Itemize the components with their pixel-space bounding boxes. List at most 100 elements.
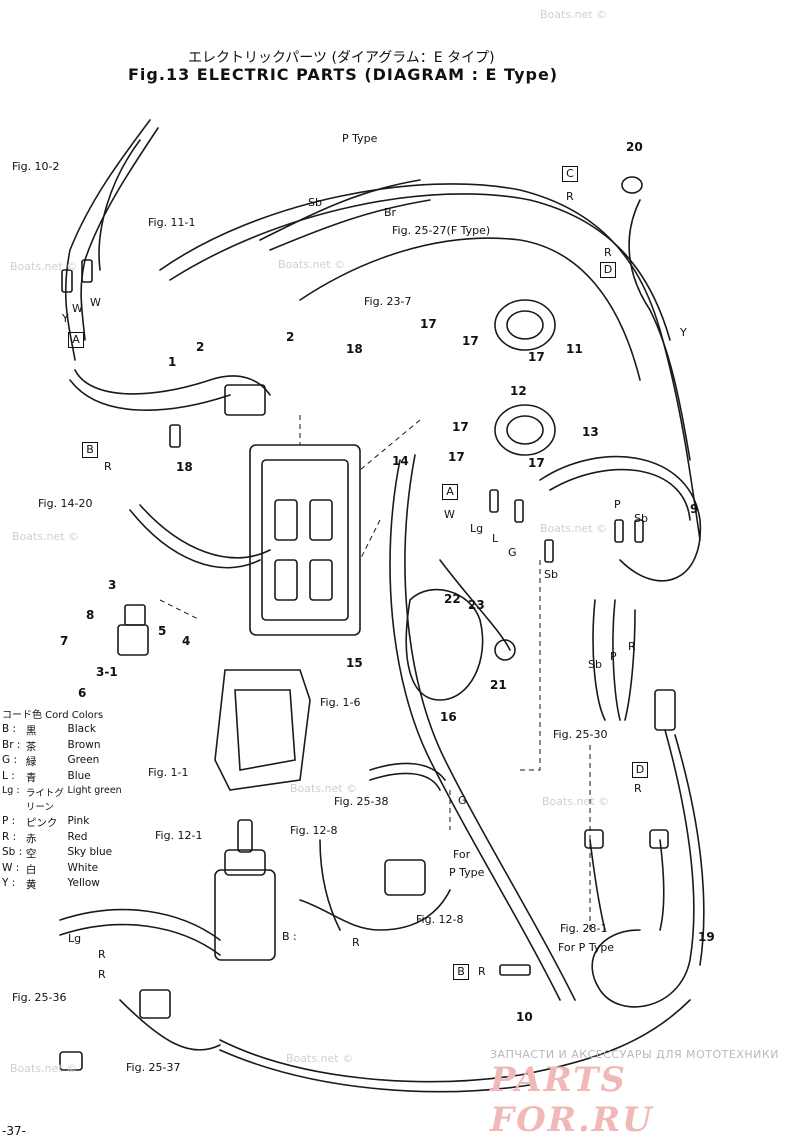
wire-code-l: L — [492, 532, 499, 545]
ref-fig-12-8-top[interactable]: Fig. 12-8 — [290, 824, 338, 837]
harness-9 — [539, 455, 702, 582]
watermark: Boats.net © — [540, 522, 608, 535]
watermark: Boats.net © — [10, 260, 78, 273]
watermark: Boats.net © — [12, 530, 80, 543]
wire-code-sb: Sb — [634, 512, 648, 525]
ref-fig-12-8-bottom[interactable]: Fig. 12-8 — [416, 913, 464, 926]
part-number-17: 17 — [462, 334, 479, 348]
ref-fig-1-6[interactable]: Fig. 1-6 — [320, 696, 361, 709]
part-number-6: 6 — [78, 686, 87, 700]
part-number-5: 5 — [158, 624, 167, 638]
ref-fig-25-37[interactable]: Fig. 25-37 — [126, 1061, 181, 1074]
connector-box-a: A — [68, 332, 84, 348]
part-number-23: 23 — [468, 598, 485, 612]
connector-block — [224, 384, 266, 416]
part-number-17: 17 — [452, 420, 469, 434]
watermark: Boats.net © — [10, 1062, 78, 1075]
part-number-10: 10 — [516, 1010, 533, 1024]
wire-code-r: R — [628, 640, 636, 653]
footer-logo: PARTS FOR.RU — [490, 1060, 654, 1140]
wire-code-w: W — [90, 296, 101, 309]
connector-box-b: B — [82, 442, 98, 458]
ref-fig-25-38[interactable]: Fig. 25-38 — [334, 795, 389, 808]
ref-fig-12-1[interactable]: Fig. 12-1 — [155, 829, 203, 842]
watermark: Boats.net © — [540, 8, 608, 21]
part-number-9: 9 — [690, 502, 699, 516]
part-number-7: 7 — [60, 634, 69, 648]
ref-fig-11-1[interactable]: Fig. 11-1 — [148, 216, 196, 229]
wire-code-p: P — [610, 650, 617, 663]
part-number-2: 2 — [196, 340, 205, 354]
wire-code-r: R — [478, 965, 486, 978]
connector-box-d: D — [632, 762, 648, 778]
connector-box-d: D — [600, 262, 616, 278]
part-number-17: 17 — [420, 317, 437, 331]
cdi-unit — [249, 444, 361, 636]
wire-code-sb: Sb — [588, 658, 602, 671]
wire-code-r: R — [104, 460, 112, 473]
main-harness-1 — [74, 369, 271, 396]
connector-25-37 — [59, 1051, 83, 1071]
part-number-3-1: 3-1 — [96, 665, 118, 679]
label-for: For — [453, 848, 471, 861]
watermark: Boats.net © — [286, 1052, 354, 1065]
connector-box-a: A — [442, 484, 458, 500]
connector-box-b: B — [453, 964, 469, 980]
part-number-14: 14 — [392, 454, 409, 468]
wire-code-sb: Sb — [308, 196, 322, 209]
part-number-4: 4 — [182, 634, 191, 648]
title-japanese: エレクトリックパーツ (ダイアグラム：E タイプ) — [188, 50, 495, 66]
harness-loop-top — [159, 183, 701, 541]
wire-code-w: W — [72, 302, 83, 315]
part-number-17: 17 — [528, 456, 545, 470]
part-number-17: 17 — [528, 350, 545, 364]
part-number-18: 18 — [176, 460, 193, 474]
part-number-13: 13 — [582, 425, 599, 439]
part-number-11: 11 — [566, 342, 583, 356]
part-number-19: 19 — [698, 930, 715, 944]
wire-code-r: R — [98, 968, 106, 981]
part-number-21: 21 — [490, 678, 507, 692]
part-20 — [621, 176, 643, 194]
ref-fig-28-1[interactable]: Fig. 28-1 — [560, 922, 608, 935]
harness-top-left — [64, 119, 151, 361]
label-for-p-type: For P Type — [558, 941, 615, 954]
part-number-8: 8 — [86, 608, 95, 622]
harness-19 — [591, 729, 695, 1008]
part-number-3: 3 — [108, 578, 117, 592]
part-number-12: 12 — [510, 384, 527, 398]
part-number-22: 22 — [444, 592, 461, 606]
watermark: Boats.net © — [542, 795, 610, 808]
part-number-17: 17 — [448, 450, 465, 464]
ref-fig-25-30[interactable]: Fig. 25-30 — [553, 728, 608, 741]
ref-fig-1-1[interactable]: Fig. 1-1 — [148, 766, 189, 779]
connector-box-c: C — [562, 166, 578, 182]
ref-fig-10-2[interactable]: Fig. 10-2 — [12, 160, 60, 173]
wire-code-lg: Lg — [470, 522, 484, 535]
page-number: -37- — [2, 1124, 26, 1138]
starter-motor — [214, 869, 276, 961]
ref-fig-25-27[interactable]: Fig. 25-27(F Type) — [392, 224, 491, 237]
wire-code-sb: Sb — [544, 568, 558, 581]
harness-10 — [219, 999, 691, 1083]
wire-code-g: G — [458, 794, 467, 807]
stator-area — [405, 588, 484, 701]
part-number-2: 2 — [286, 330, 295, 344]
ref-fig-25-36[interactable]: Fig. 25-36 — [12, 991, 67, 1004]
ref-fig-23-7[interactable]: Fig. 23-7 — [364, 295, 412, 308]
watermark: Boats.net © — [278, 258, 346, 271]
wire-code-br: Br — [384, 206, 397, 219]
part-number-20: 20 — [626, 140, 643, 154]
ref-fig-14-20[interactable]: Fig. 14-20 — [38, 497, 93, 510]
part-number-16: 16 — [440, 710, 457, 724]
wire-code-lg: Lg — [68, 932, 82, 945]
wire-code-r: R — [98, 948, 106, 961]
